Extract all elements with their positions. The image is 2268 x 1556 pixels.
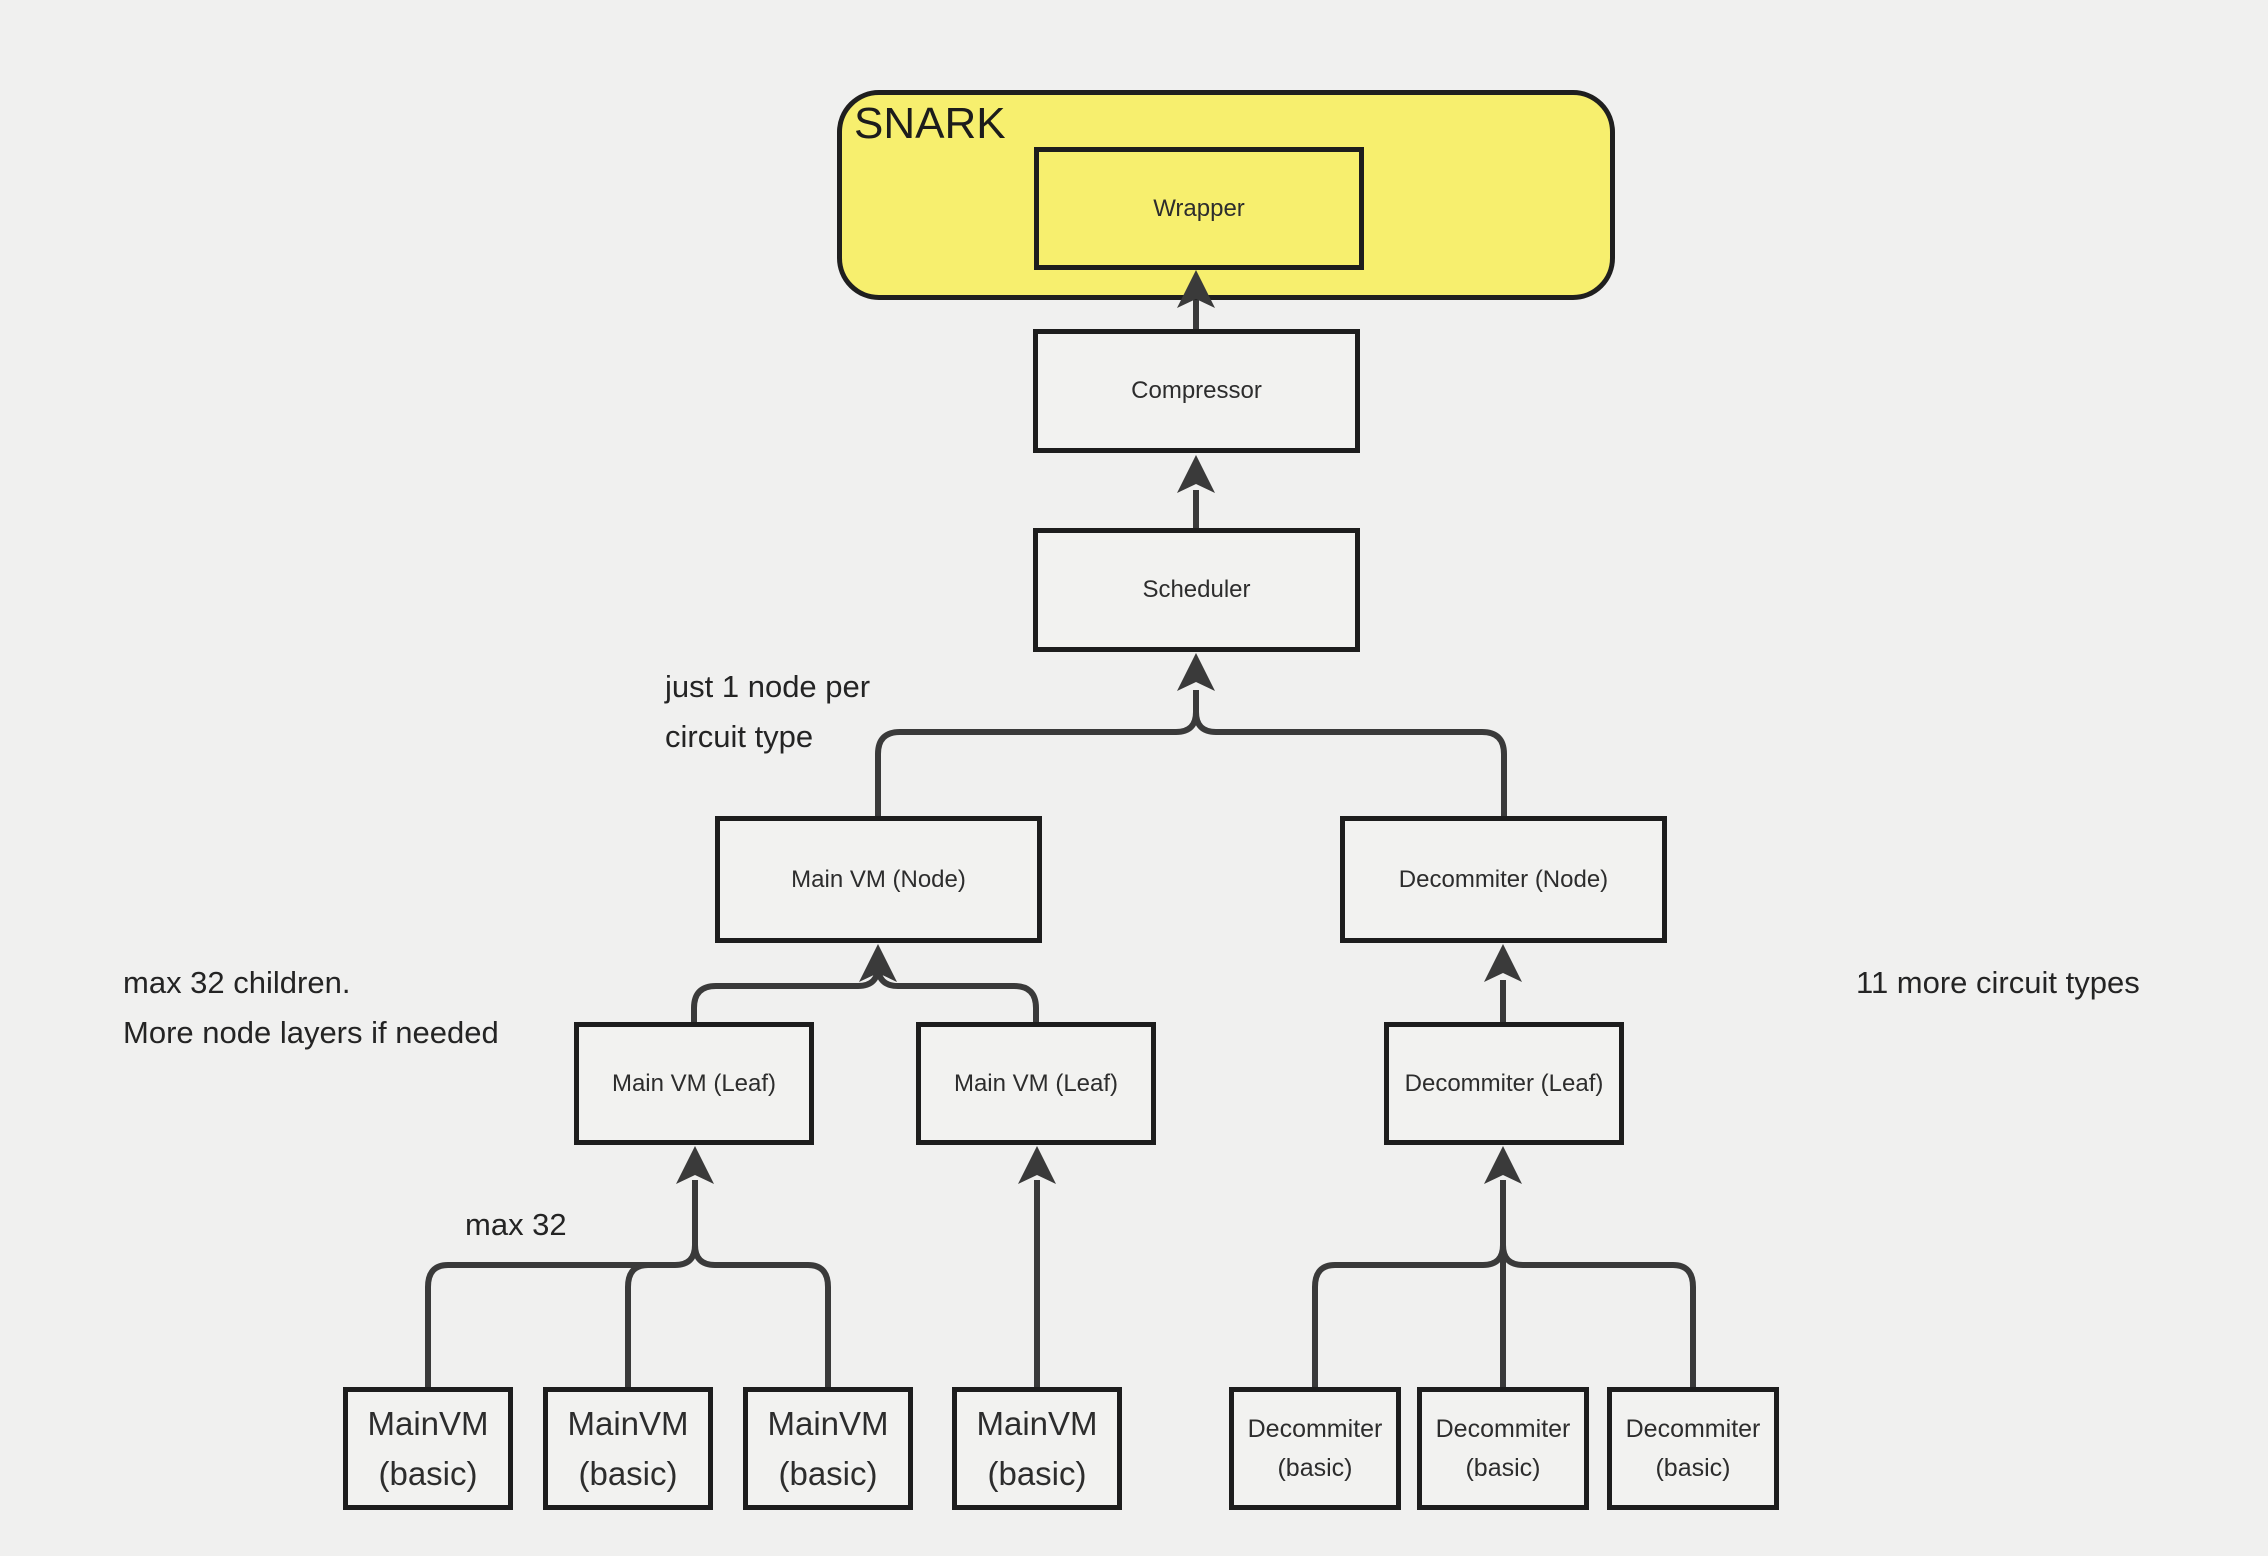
node-scheduler: Scheduler <box>1033 528 1360 652</box>
edge-mainvm-node-to-scheduler <box>875 690 1199 816</box>
node-decommiter-leaf: Decommiter (Leaf) <box>1384 1022 1624 1145</box>
edge-dbasic1-to-decommiter-leaf <box>1312 1244 1506 1387</box>
node-mainvm-basic-2-label: MainVM (basic) <box>567 1405 689 1492</box>
annotation-max-32-children: max 32 children. More node layers if nee… <box>123 965 499 1050</box>
node-decommiter-basic-3-label: Decommiter (basic) <box>1625 1414 1761 1482</box>
annotation-max-32: max 32 <box>465 1207 567 1242</box>
node-decommiter-basic-2-label: Decommiter (basic) <box>1435 1414 1571 1482</box>
node-decommiter-node: Decommiter (Node) <box>1340 816 1667 943</box>
node-decommiter-basic-1: Decommiter (basic) <box>1229 1387 1401 1510</box>
node-mainvm-basic-3: MainVM (basic) <box>743 1387 913 1510</box>
node-decommiter-basic-3: Decommiter (basic) <box>1607 1387 1779 1510</box>
node-decommiter-basic-1-label: Decommiter (basic) <box>1247 1414 1383 1482</box>
node-mainvm-node: Main VM (Node) <box>715 816 1042 943</box>
node-mainvm-basic-4-label: MainVM (basic) <box>976 1405 1098 1492</box>
node-mainvm-basic-4: MainVM (basic) <box>952 1387 1122 1510</box>
node-mainvm-leaf-2: Main VM (Leaf) <box>916 1022 1156 1145</box>
node-mainvm-basic-3-label: MainVM (basic) <box>767 1405 889 1492</box>
edge-mainvm-leaf1-to-mainvm-node <box>691 965 881 1022</box>
node-decommiter-leaf-label: Decommiter (Leaf) <box>1404 1069 1604 1097</box>
node-mainvm-basic-1-label: MainVM (basic) <box>367 1405 489 1492</box>
snark-container-title: SNARK <box>854 99 1006 148</box>
edge-decommiter-node-to-scheduler <box>1193 711 1507 816</box>
node-wrapper-label: Wrapper <box>1153 194 1245 222</box>
node-mainvm-leaf-1-label: Main VM (Leaf) <box>611 1069 777 1097</box>
annotation-more-circuit-types: 11 more circuit types <box>1856 965 2140 1000</box>
edge-basic3-to-mainvm-leaf1 <box>692 1244 831 1387</box>
node-mainvm-basic-2: MainVM (basic) <box>543 1387 713 1510</box>
node-decommiter-basic-2: Decommiter (basic) <box>1417 1387 1589 1510</box>
node-scheduler-label: Scheduler <box>1142 576 1251 604</box>
node-decommiter-node-label: Decommiter (Node) <box>1398 865 1609 893</box>
node-mainvm-leaf-1: Main VM (Leaf) <box>574 1022 814 1145</box>
annotation-just-one-node: just 1 node per circuit type <box>665 669 871 754</box>
node-compressor: Compressor <box>1033 329 1360 453</box>
edge-mainvm-leaf2-to-mainvm-node <box>875 965 1039 1022</box>
node-mainvm-leaf-2-label: Main VM (Leaf) <box>953 1069 1119 1097</box>
edge-dbasic3-to-decommiter-leaf <box>1500 1244 1696 1387</box>
node-mainvm-node-label: Main VM (Node) <box>791 865 966 893</box>
edge-basic2-to-mainvm-leaf1 <box>625 1262 649 1387</box>
node-wrapper: Wrapper <box>1034 147 1364 270</box>
node-compressor-label: Compressor <box>1131 377 1262 405</box>
node-mainvm-basic-1: MainVM (basic) <box>343 1387 513 1510</box>
